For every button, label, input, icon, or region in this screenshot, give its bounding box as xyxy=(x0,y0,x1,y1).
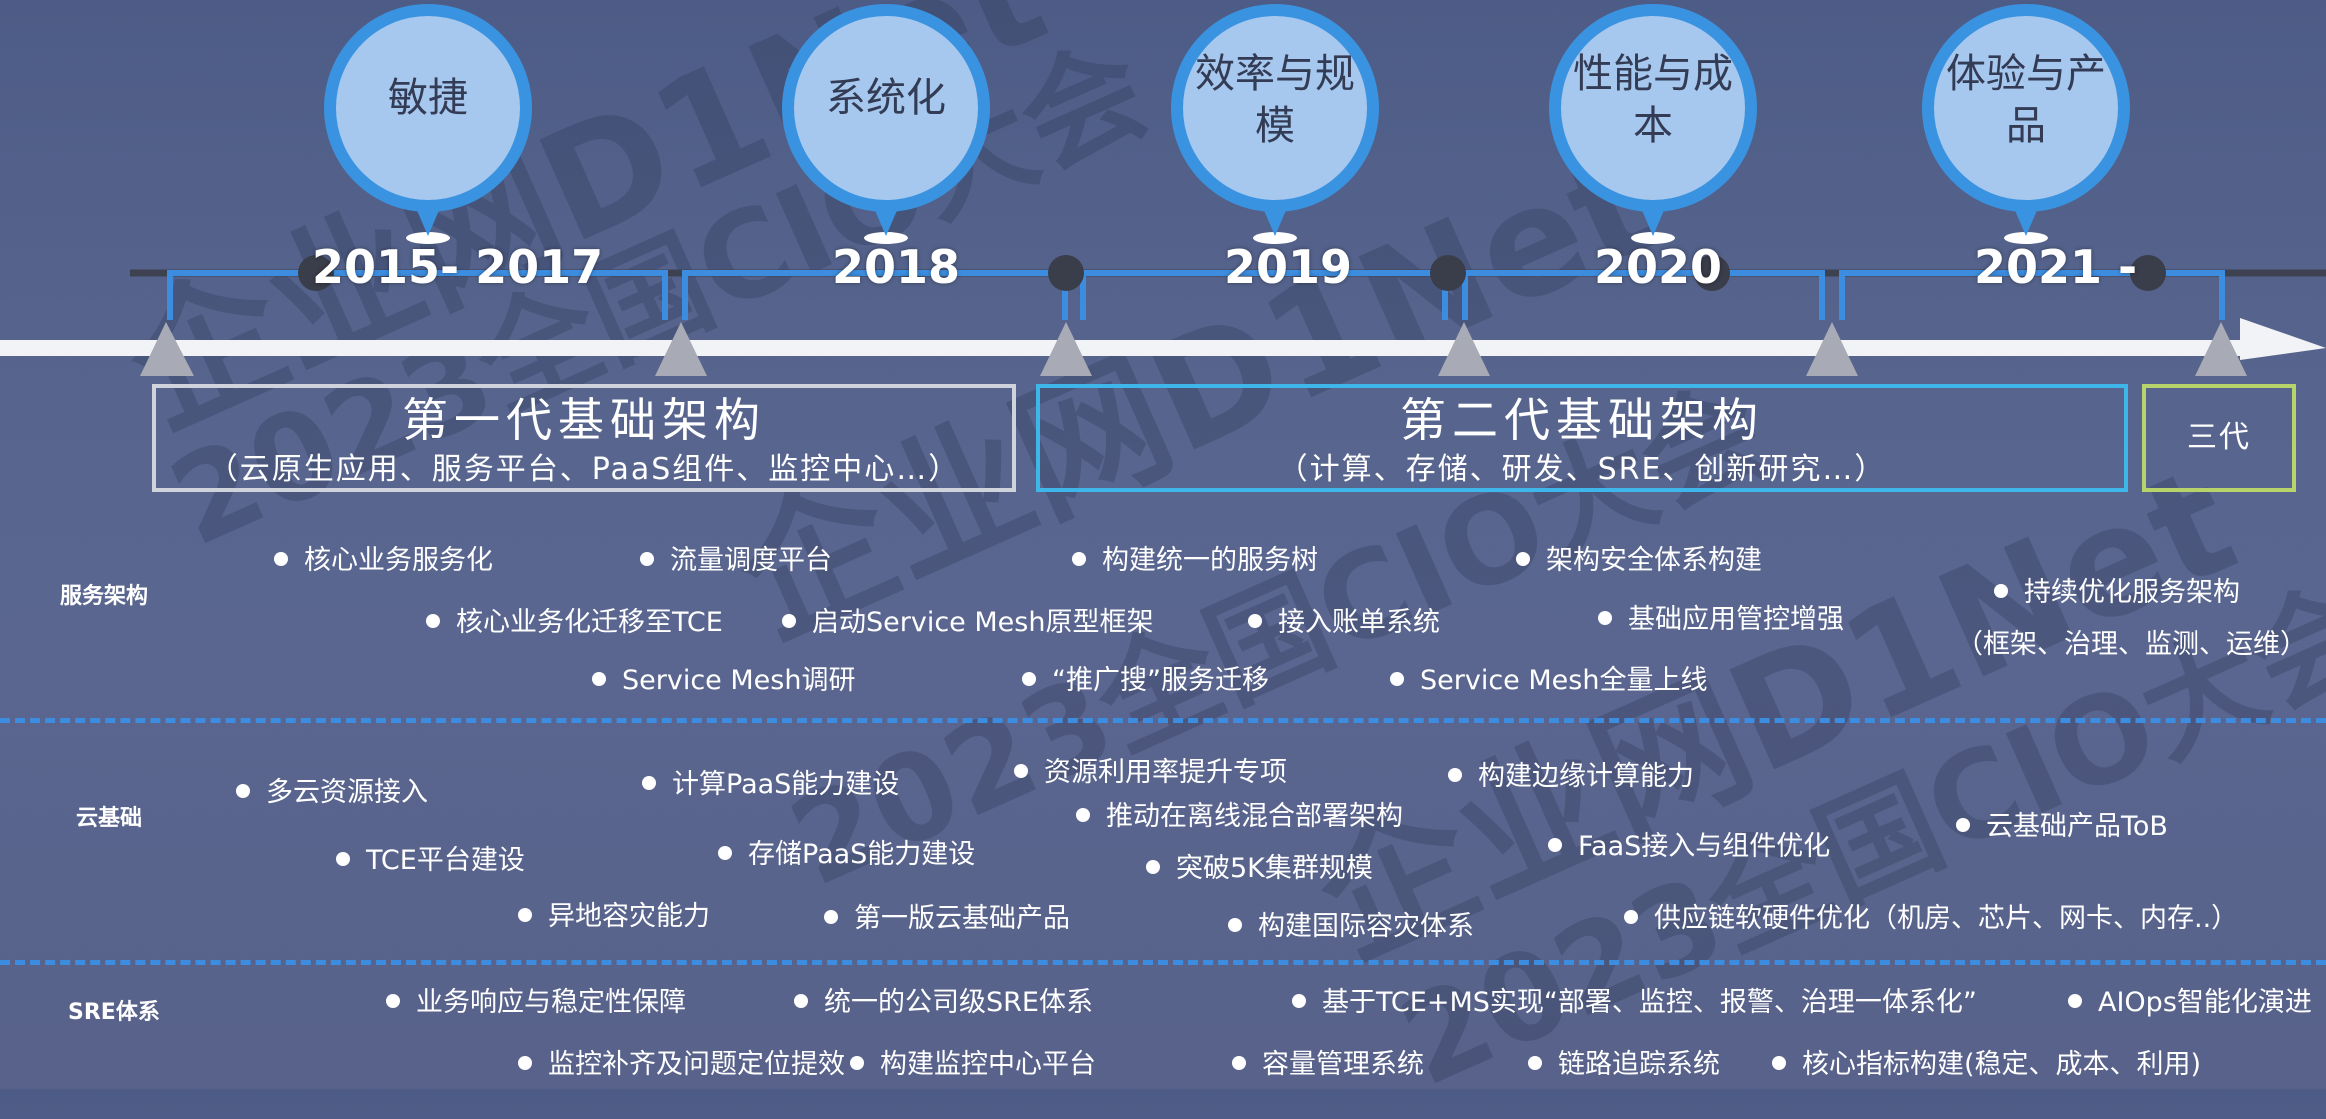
list-item: 资源利用率提升专项 xyxy=(1014,756,1287,790)
list-item: AIOps智能化演进 xyxy=(2068,986,2312,1020)
list-item: “推广搜”服务迁移 xyxy=(1022,664,1269,698)
row-label-cloud: 云基础 xyxy=(76,806,143,831)
list-item: 异地容灾能力 xyxy=(518,900,710,934)
row-divider xyxy=(0,718,2326,723)
list-item: 突破5K集群规模 xyxy=(1146,852,1373,886)
stage-bubble-label: 体验与产品 xyxy=(1946,51,2106,149)
list-item: 接入账单系统 xyxy=(1248,606,1440,640)
stage-bubble-label: 性能与成本 xyxy=(1573,51,1733,149)
list-item: Service Mesh全量上线 xyxy=(1390,664,1707,698)
list-item: 基于TCE+MS实现“部署、监控、报警、治理一体系化” xyxy=(1292,986,1977,1020)
list-item: 推动在离线混合部署架构 xyxy=(1076,800,1403,834)
list-item: 核心业务化迁移至TCE xyxy=(426,606,723,640)
bubble-pin xyxy=(324,4,532,244)
stage-year: 2018 xyxy=(832,240,961,294)
third-generation-title: 三代 xyxy=(2187,420,2251,455)
list-item: 云基础产品ToB xyxy=(1956,810,2168,844)
second-generation-title: 第二代基础架构 xyxy=(1400,393,1764,447)
third-generation-box: 三代 xyxy=(2142,384,2296,492)
second-generation-box: 第二代基础架构 （计算、存储、研发、SRE、创新研究…） xyxy=(1036,384,2128,492)
list-item: Service Mesh调研 xyxy=(592,664,855,698)
list-item: 监控补齐及问题定位提效 xyxy=(518,1048,845,1082)
list-item: 存储PaaS能力建设 xyxy=(718,838,975,872)
list-item: 基础应用管控增强 xyxy=(1598,603,1844,637)
list-item: 容量管理系统 xyxy=(1232,1048,1424,1082)
first-generation-box: 第一代基础架构 （云原生应用、服务平台、PaaS组件、监控中心…） xyxy=(152,384,1016,492)
bubble-pin xyxy=(1549,4,1757,244)
row-divider xyxy=(0,960,2326,965)
list-item-note: （框架、治理、监测、运维） xyxy=(1956,629,2307,660)
stage-year: 2020 xyxy=(1594,240,1723,294)
list-item: 构建统一的服务树 xyxy=(1072,544,1318,578)
stage-year: 2021 - xyxy=(1974,240,2138,294)
list-item: 链路追踪系统 xyxy=(1528,1048,1720,1082)
list-item: 核心指标构建(稳定、成本、利用) xyxy=(1772,1048,2201,1082)
list-item: 供应链软硬件优化（机房、芯片、网卡、内存..） xyxy=(1624,902,2238,936)
second-generation-subtitle: （计算、存储、研发、SRE、创新研究…） xyxy=(1277,452,1887,487)
list-item: 核心业务服务化 xyxy=(274,544,493,578)
first-generation-title: 第一代基础架构 xyxy=(402,393,766,447)
list-item: 统一的公司级SRE体系 xyxy=(794,986,1093,1020)
list-item: 架构安全体系构建 xyxy=(1516,544,1762,578)
list-item: 持续优化服务架构 xyxy=(1994,576,2240,610)
bubble-pin xyxy=(782,4,990,244)
list-item: 计算PaaS能力建设 xyxy=(642,768,899,802)
stage-year: 2015- 2017 xyxy=(312,240,604,294)
list-item: 第一版云基础产品 xyxy=(824,902,1070,936)
list-item: 构建边缘计算能力 xyxy=(1448,760,1694,794)
list-item: TCE平台建设 xyxy=(336,844,525,878)
row-label-sre: SRE体系 xyxy=(68,1000,160,1025)
bubble-pin xyxy=(1922,4,2130,244)
timeline-graphic xyxy=(0,4,2326,376)
row-label-service: 服务架构 xyxy=(60,584,149,609)
list-item: 流量调度平台 xyxy=(640,544,832,578)
stage-bubble-label: 系统化 xyxy=(826,75,946,121)
list-item: 启动Service Mesh原型框架 xyxy=(782,606,1153,640)
stage-year: 2019 xyxy=(1224,240,1353,294)
list-item: 业务响应与稳定性保障 xyxy=(386,986,686,1020)
list-item: FaaS接入与组件优化 xyxy=(1548,830,1830,864)
first-generation-subtitle: （云原生应用、服务平台、PaaS组件、监控中心…） xyxy=(207,452,961,487)
list-item: 构建监控中心平台 xyxy=(850,1048,1096,1082)
list-item: 多云资源接入 xyxy=(236,776,428,810)
stage-bubble-label: 效率与规模 xyxy=(1195,51,1355,149)
list-item: 构建国际容灾体系 xyxy=(1228,910,1474,944)
stage-bubble-label: 敏捷 xyxy=(388,75,468,121)
bubble-pin xyxy=(1171,4,1379,244)
